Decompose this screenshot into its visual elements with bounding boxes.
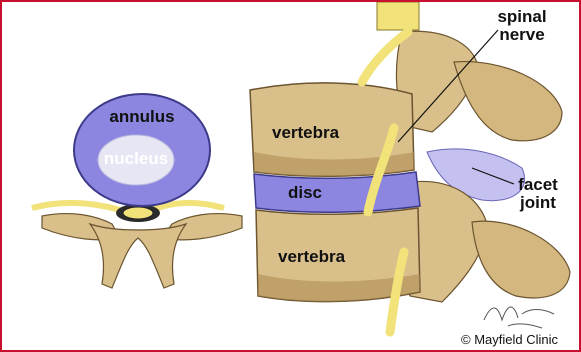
credit-mayfield-clinic: © Mayfield Clinic xyxy=(461,332,558,347)
label-disc: disc xyxy=(288,183,322,202)
upper-spinous-process xyxy=(454,62,562,141)
spinal-cord xyxy=(123,207,153,219)
label-spinal-nerve-line2: nerve xyxy=(499,25,544,44)
lateral-view: vertebra disc vertebra spinal nerve face… xyxy=(250,2,570,347)
lamina-and-spinous-process xyxy=(90,224,186,288)
label-facet-joint-line1: facet xyxy=(518,175,558,194)
disc xyxy=(254,172,420,212)
axial-view: annulus nucleus xyxy=(32,94,242,288)
artist-signature xyxy=(484,307,554,328)
spinal-cord-column xyxy=(377,2,419,30)
label-vertebra-top: vertebra xyxy=(272,123,340,142)
label-vertebra-bottom: vertebra xyxy=(278,247,346,266)
lower-spinous-process xyxy=(472,221,570,298)
label-spinal-nerve-line1: spinal xyxy=(497,7,546,26)
left-spinal-nerve-axial xyxy=(32,203,120,210)
label-annulus: annulus xyxy=(109,107,174,126)
label-facet-joint-line2: joint xyxy=(519,193,556,212)
label-nucleus: nucleus xyxy=(104,149,168,168)
